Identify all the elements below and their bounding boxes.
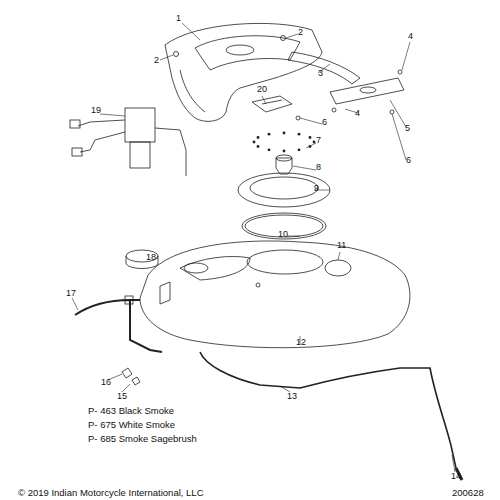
part-note: P- 675 White Smoke <box>88 420 175 430</box>
tank-plug <box>325 260 351 276</box>
screw <box>281 36 286 41</box>
callout-number: 9 <box>314 184 319 193</box>
connector <box>72 148 82 156</box>
callout-number: 8 <box>316 163 321 172</box>
connector <box>70 120 80 128</box>
callout-number: 17 <box>66 289 76 298</box>
callout-number: 7 <box>316 136 321 145</box>
console-edge <box>180 70 205 112</box>
callout-number: 11 <box>337 241 346 250</box>
console-opening <box>226 45 254 55</box>
tank-tab <box>160 282 170 304</box>
fuel-cap <box>126 250 158 262</box>
callout-number: 15 <box>117 392 127 401</box>
filler-neck <box>184 263 208 273</box>
fuel-hose <box>75 300 162 352</box>
pump-flange-inner <box>250 177 318 199</box>
callout-number: 2 <box>298 28 303 37</box>
screw <box>296 116 300 120</box>
console-plate <box>330 78 404 104</box>
screw-ring <box>253 132 316 153</box>
bracket <box>252 96 292 112</box>
fuel-pump-body <box>130 142 150 168</box>
part-note: P- 685 Smoke Sagebrush <box>88 434 197 444</box>
callout-number: 4 <box>408 32 413 41</box>
callout-number: 2 <box>154 56 159 65</box>
callout-number: 5 <box>405 124 410 133</box>
part-note: P- 463 Black Smoke <box>88 406 174 416</box>
hose-fitting <box>125 296 133 304</box>
tank-opening <box>247 250 323 274</box>
callout-number: 6 <box>322 118 327 127</box>
callout-number: 3 <box>318 69 323 78</box>
callout-number: 13 <box>287 392 297 401</box>
gasket <box>242 213 326 239</box>
callout-number: 6 <box>406 156 411 165</box>
trim-strip <box>288 52 360 84</box>
valve-top <box>276 155 292 161</box>
screw <box>398 70 402 74</box>
console-cover <box>165 23 322 121</box>
callout-number: 10 <box>278 230 288 239</box>
plate-hole <box>360 87 376 93</box>
fuel-tank <box>140 241 410 348</box>
leader-lines <box>72 23 455 472</box>
callout-number: 20 <box>257 85 267 94</box>
pump-pickup-tube <box>155 128 186 176</box>
callout-number: 19 <box>91 106 101 115</box>
tank-stud <box>256 283 260 287</box>
clip <box>132 377 140 385</box>
callout-number: 14 <box>451 472 461 481</box>
console-panel <box>195 36 300 70</box>
callout-number: 18 <box>146 253 156 262</box>
fuel-pump <box>125 108 155 142</box>
tank-filler-area <box>180 256 250 280</box>
drawing-number: 200628 <box>452 488 484 498</box>
pump-flange <box>238 173 330 207</box>
screw <box>174 52 179 57</box>
screw <box>390 110 394 114</box>
screw <box>332 108 336 112</box>
callout-number: 12 <box>296 338 306 347</box>
clip <box>122 368 132 378</box>
callout-number: 4 <box>355 109 360 118</box>
vent-line <box>200 352 456 468</box>
callout-number: 1 <box>176 14 181 23</box>
copyright-note: © 2019 Indian Motorcycle International, … <box>18 488 204 498</box>
pump-wires <box>78 120 125 152</box>
callout-number: 16 <box>101 378 111 387</box>
